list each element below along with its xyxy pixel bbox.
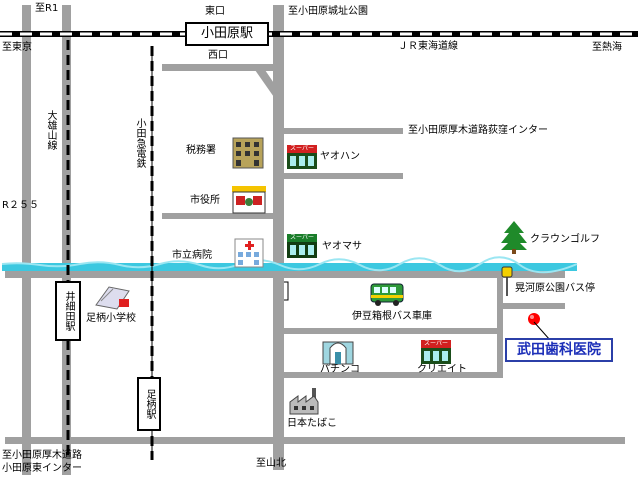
label-kuriito: クリエイト (417, 364, 467, 375)
kuriito-store-icon: スーパー (421, 340, 451, 364)
label-to-atami: 至熱海 (592, 42, 622, 53)
bus-icon (370, 283, 404, 306)
label-ashigara-school: 足柄小学校 (86, 313, 136, 324)
road-bottom (5, 437, 625, 444)
road-bus-stop (497, 303, 565, 309)
pachinko-icon (322, 341, 354, 365)
hospital-icon (234, 238, 264, 268)
ashigara-station-box: 足柄駅 (137, 377, 161, 431)
road-ogikubo (283, 128, 403, 134)
road-bus-depot (283, 328, 498, 334)
road-riverside (5, 270, 565, 278)
label-yaomasa: ヤオマサ (322, 241, 362, 252)
super-sign-1: スーパー (287, 145, 317, 153)
road-yaohan (283, 173, 403, 179)
clinic-leader-line (533, 321, 551, 341)
label-higashi-ic-2: 小田原東インター (2, 463, 82, 474)
label-pachinko: パチンコ (320, 364, 360, 375)
label-yaohan: ヤオハン (320, 151, 360, 162)
label-odakyu-line: 小田急電鉄 (134, 118, 145, 168)
river (1, 256, 578, 274)
label-castle-park: 至小田原城址公園 (288, 6, 368, 17)
yaomasa-store-icon: スーパー (287, 234, 317, 258)
bus-stop-icon (501, 266, 513, 296)
label-japan-tobacco: 日本たばこ (287, 418, 337, 429)
label-higashiguchi: 東口 (205, 6, 225, 17)
label-r255: R２５５ (2, 200, 39, 211)
store-icon (421, 348, 451, 364)
label-jr-tokaido: ＪＲ東海道線 (398, 41, 458, 52)
store-icon (287, 242, 317, 258)
label-city-hall: 市役所 (190, 195, 220, 206)
label-daiyuzan-line: 大雄山線 (45, 110, 56, 150)
yaohan-store-icon: スーパー (287, 145, 317, 169)
river-ripple (1, 256, 578, 274)
road-south (283, 372, 498, 378)
iryuda-station-box: 井細田駅 (55, 281, 81, 341)
factory-icon (289, 388, 319, 415)
clinic-marker-icon (528, 313, 540, 325)
label-izuhakone-bus: 伊豆箱根バス車庫 (352, 311, 432, 322)
city-hall-icon (232, 186, 266, 214)
label-higashi-ic-1: 至小田原厚木道路 (2, 450, 82, 461)
label-to-yamakita: 至山北 (256, 458, 286, 469)
road-diagonal (255, 70, 282, 100)
super-sign-2: スーパー (287, 234, 317, 242)
label-ogikubo-ic: 至小田原厚木道路荻窪インター (408, 125, 548, 136)
label-city-hospital: 市立病院 (172, 250, 212, 261)
road-city-hall (162, 213, 274, 219)
school-icon (95, 286, 130, 310)
clinic-label: 武田歯科医院 (505, 338, 613, 362)
road-r255 (22, 5, 31, 475)
super-sign-3: スーパー (421, 340, 451, 348)
label-crown-golf: クラウンゴルフ (530, 234, 600, 245)
store-icon (287, 153, 317, 169)
road-main-north-south (273, 5, 284, 470)
road-east (497, 270, 503, 378)
river-body (2, 263, 577, 271)
label-tax-office: 税務署 (186, 145, 216, 156)
tax-office-building-icon (232, 137, 264, 169)
label-bus-stop: 晃河原公園バス停 (515, 283, 595, 294)
tree-icon (501, 221, 527, 254)
road-nishiguchi (162, 64, 274, 71)
label-nishiguchi: 西口 (208, 50, 228, 61)
label-to-tokyo: 至東京 (2, 42, 32, 53)
odawara-station-box: 小田原駅 (185, 22, 269, 46)
road-bend-mark (284, 281, 289, 301)
label-r1-east: 至R1 (35, 3, 59, 14)
